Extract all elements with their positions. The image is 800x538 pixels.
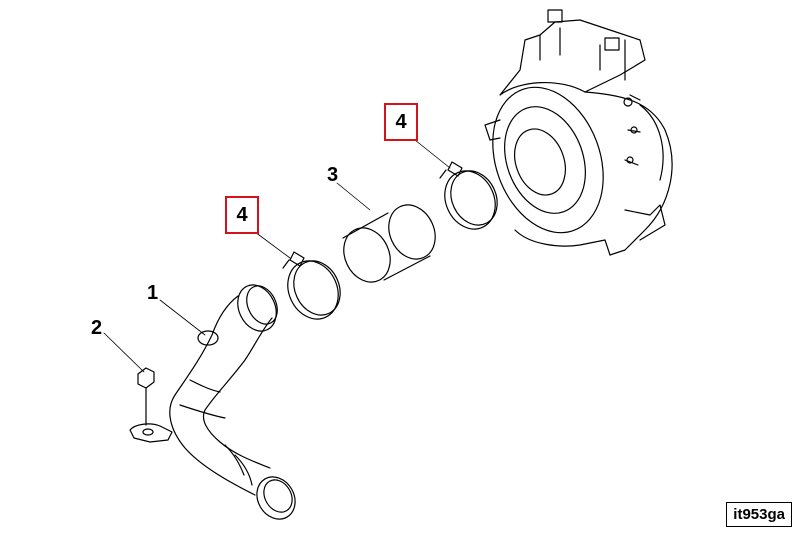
callout-part-1: 1 <box>147 282 159 304</box>
sleeve-tube-icon <box>342 204 436 283</box>
leader-lines <box>103 139 451 373</box>
hose-clamp-icon <box>282 251 341 320</box>
callout-part-3: 3 <box>327 164 339 186</box>
callout-part-4-lower: 4 <box>225 196 259 234</box>
hex-nut-icon <box>129 367 173 443</box>
hose-clamp-icon <box>439 161 498 230</box>
callout-part-4-upper: 4 <box>384 103 418 141</box>
callout-part-2: 2 <box>91 317 103 339</box>
pipe-elbow-icon <box>169 284 296 520</box>
turbocharger-icon <box>484 9 673 256</box>
reference-code-label: it953ga <box>726 502 792 527</box>
